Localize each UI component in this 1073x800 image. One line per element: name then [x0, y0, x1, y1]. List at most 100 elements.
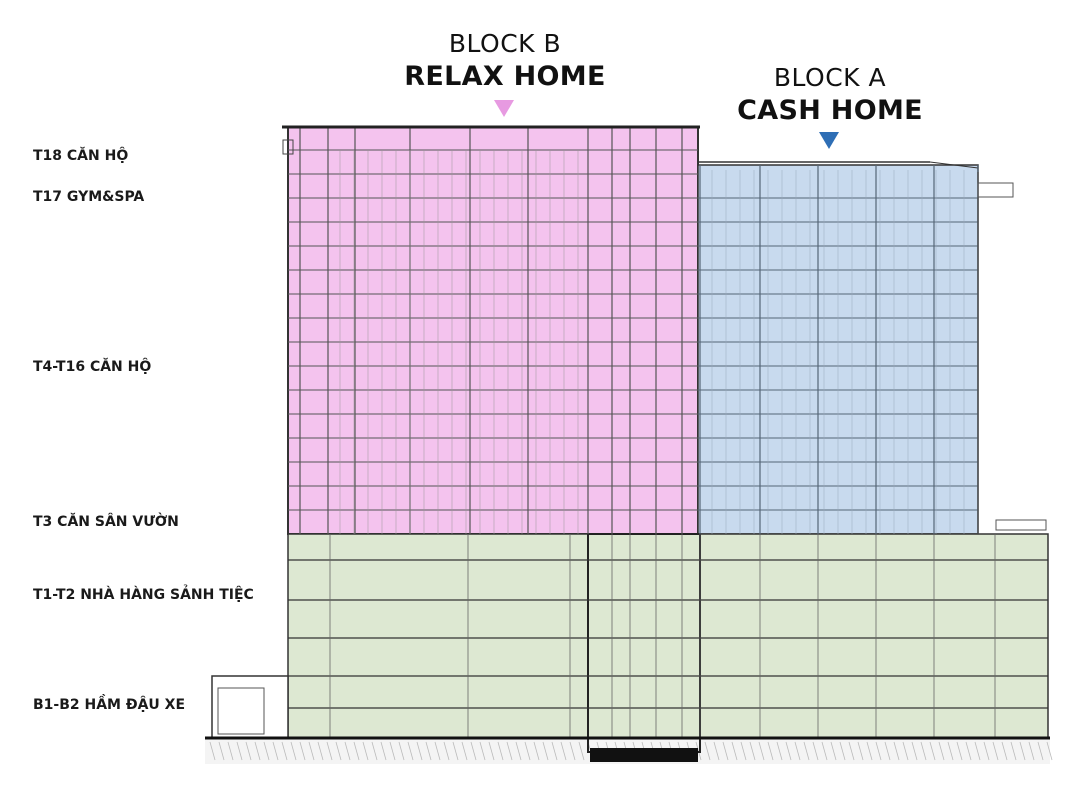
ground-hatch-mark — [443, 741, 450, 761]
ground-hatch-mark — [1037, 741, 1044, 761]
ground-hatch-mark — [812, 741, 819, 761]
podium-roof-rail — [995, 519, 1047, 531]
block-b-name: BLOCK B — [448, 29, 562, 58]
ground-hatch-mark — [569, 741, 576, 761]
ground-hatch-mark — [866, 741, 873, 761]
ground-hatch-mark — [326, 741, 333, 761]
block-b-title: BLOCK B RELAX HOME — [390, 28, 620, 94]
ground-hatch-mark — [524, 741, 531, 761]
ground-hatch-mark — [371, 741, 378, 761]
ground-hatch-mark — [956, 741, 963, 761]
floor-label-t3: T3 CĂN SÂN VƯỜN — [33, 514, 179, 530]
ground-hatch-mark — [839, 741, 846, 761]
ground-hatch-mark — [911, 741, 918, 761]
ground-hatch-mark — [749, 741, 756, 761]
ground-hatch-mark — [785, 741, 792, 761]
basement-annex — [211, 675, 289, 739]
ground-hatch-mark — [272, 741, 279, 761]
floor-label-b1-b2: B1-B2 HẦM ĐẬU XE — [33, 697, 186, 713]
ground-hatch-mark — [398, 741, 405, 761]
ground-hatch-mark — [803, 741, 810, 761]
ground-hatch-mark — [236, 741, 243, 761]
ground-hatch-mark — [470, 741, 477, 761]
ground-hatch-mark — [992, 741, 999, 761]
ground-hatch-mark — [929, 741, 936, 761]
ground-hatch-mark — [560, 741, 567, 761]
ground-hatch-mark — [218, 741, 225, 761]
ground-hatch-mark — [704, 741, 711, 761]
ground-hatch-mark — [713, 741, 720, 761]
ground-hatch — [209, 741, 1053, 761]
ground-hatch-mark — [344, 741, 351, 761]
ground-hatch-mark — [821, 741, 828, 761]
ground-hatch-mark — [380, 741, 387, 761]
ground-hatch-mark — [209, 741, 216, 761]
ground-hatch-mark — [884, 741, 891, 761]
ground-hatch-mark — [722, 741, 729, 761]
ground-hatch-mark — [533, 741, 540, 761]
ground-hatch-mark — [848, 741, 855, 761]
ground-hatch-mark — [983, 741, 990, 761]
podium — [287, 533, 1049, 739]
block-b-tower — [287, 126, 699, 535]
ground-hatch-mark — [731, 741, 738, 761]
ground-hatch-mark — [488, 741, 495, 761]
ground-hatch-mark — [542, 741, 549, 761]
floor-label-t1-t2: T1-T2 NHÀ HÀNG SẢNH TIỆC — [33, 587, 254, 603]
ground-hatch-mark — [461, 741, 468, 761]
ground-hatch-mark — [281, 741, 288, 761]
block-a-roof-edge — [929, 161, 979, 169]
block-a-canopy — [977, 182, 1014, 198]
floor-label-t17: T17 GYM&SPA — [33, 189, 145, 205]
ground-hatch-mark — [479, 741, 486, 761]
ground-hatch-mark — [434, 741, 441, 761]
annex-box — [217, 687, 265, 735]
ground-hatch-mark — [263, 741, 270, 761]
ground-hatch-mark — [551, 741, 558, 761]
ground-hatch-mark — [1010, 741, 1017, 761]
block-a-subtitle: CASH HOME — [737, 95, 923, 126]
ground-hatch-mark — [857, 741, 864, 761]
ground-hatch-mark — [1028, 741, 1035, 761]
ground-hatch-mark — [506, 741, 513, 761]
ground-hatch-mark — [425, 741, 432, 761]
floor-label-t18: T18 CĂN HỘ — [33, 148, 129, 164]
ground-hatch-mark — [920, 741, 927, 761]
ground-hatch-mark — [353, 741, 360, 761]
ground-hatch-mark — [299, 741, 306, 761]
ground-hatch-mark — [902, 741, 909, 761]
ground-hatch-mark — [497, 741, 504, 761]
ground-hatch-mark — [452, 741, 459, 761]
block-a-title: BLOCK A CASH HOME — [720, 62, 940, 128]
ground-hatch-mark — [893, 741, 900, 761]
ground-hatch-mark — [335, 741, 342, 761]
ground-hatch-mark — [1019, 741, 1026, 761]
ground-hatch-mark — [227, 741, 234, 761]
floor-label-t4-t16: T4-T16 CĂN HỘ — [33, 359, 152, 375]
ground-hatch-mark — [578, 741, 585, 761]
ground-hatch-mark — [740, 741, 747, 761]
ground-hatch-mark — [875, 741, 882, 761]
ground-hatch-mark — [794, 741, 801, 761]
ground-hatch-mark — [1046, 741, 1053, 761]
ground-hatch-mark — [1001, 741, 1008, 761]
ground-hatch-mark — [938, 741, 945, 761]
ground-hatch-mark — [254, 741, 261, 761]
ground-hatch-mark — [758, 741, 765, 761]
block-b-marker-triangle-icon — [494, 100, 514, 117]
ground-hatch-mark — [515, 741, 522, 761]
ground-hatch-mark — [308, 741, 315, 761]
block-b-subtitle: RELAX HOME — [404, 61, 606, 92]
ground-hatch-mark — [947, 741, 954, 761]
floor-grid — [288, 127, 1048, 738]
ground-hatch-mark — [362, 741, 369, 761]
ground-hatch-mark — [407, 741, 414, 761]
ground-hatch-mark — [974, 741, 981, 761]
block-a-name: BLOCK A — [773, 63, 887, 92]
ground-hatch-mark — [290, 741, 297, 761]
ground-hatch-mark — [416, 741, 423, 761]
ground-hatch-mark — [389, 741, 396, 761]
block-a-marker-triangle-icon — [819, 132, 839, 149]
ground-hatch-mark — [317, 741, 324, 761]
